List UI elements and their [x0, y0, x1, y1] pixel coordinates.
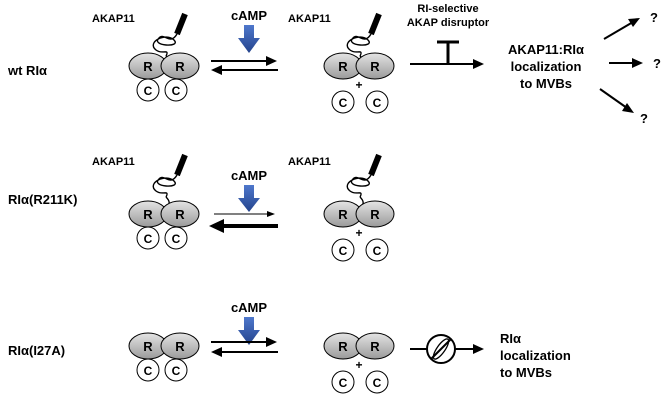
r-subunit-label: R [370, 59, 380, 74]
c-subunit-label: C [144, 232, 153, 246]
question-arrow-mid: ? [609, 56, 661, 71]
r-subunit-label: R [338, 59, 348, 74]
c-subunit-label: C [339, 376, 348, 390]
equilibrium-arrows-row1 [211, 56, 278, 75]
akap11-label-left-row2: AKAP11 [92, 156, 135, 168]
r-dimer-left-row1: R R [128, 52, 200, 80]
c-subunit-label: C [172, 84, 181, 98]
c-subunit-label: C [339, 244, 348, 258]
free-c-row1: C C [331, 90, 389, 114]
row-label-i27a: RIα(I27A) [8, 343, 65, 358]
c-pair-left-row2: C C [136, 226, 188, 250]
inhibition-symbol [437, 40, 459, 64]
outcome-row1-line1: AKAP11:RIα [508, 42, 584, 57]
r-subunit-label: R [370, 207, 380, 222]
row-label-wt: wt RIα [7, 63, 47, 78]
c-subunit-label: C [172, 232, 181, 246]
equilibrium-arrows-row3 [211, 337, 278, 357]
camp-arrow-row1 [238, 25, 260, 53]
question-arrow-up: ? [603, 10, 658, 40]
c-pair-left-row1: C C [136, 78, 188, 102]
c-subunit-label: C [172, 364, 181, 378]
free-c-row2: C C [331, 238, 389, 262]
r-subunit-label: R [143, 207, 153, 222]
arrow-to-outcome-row1 [410, 59, 484, 69]
plus-sign-row2: + [355, 226, 362, 240]
plus-sign-row3: + [355, 358, 362, 372]
free-c-row3: C C [331, 370, 389, 394]
c-subunit-label: C [144, 364, 153, 378]
plus-sign-row1: + [355, 78, 362, 92]
question-mark: ? [653, 56, 661, 71]
r-dimer-left-row3: R R [128, 332, 200, 360]
r-subunit-label: R [338, 339, 348, 354]
outcome-row3-line1: RIα [500, 331, 521, 346]
row-label-r211k: RIα(R211K) [8, 192, 77, 207]
camp-label-row1: cAMP [231, 8, 267, 23]
r-subunit-label: R [143, 339, 153, 354]
c-subunit-label: C [339, 96, 348, 110]
r-dimer-right-row3: R R [323, 332, 395, 360]
camp-arrow-row2 [238, 185, 260, 212]
question-mark: ? [650, 10, 658, 25]
outcome-row3-line2: localization [500, 348, 571, 363]
question-mark: ? [640, 111, 648, 126]
r-subunit-label: R [143, 59, 153, 74]
akap11-label-right-row2: AKAP11 [288, 156, 331, 168]
c-subunit-label: C [373, 244, 382, 258]
outcome-row1-line3: to MVBs [520, 76, 572, 91]
akap11-label-right-row1: AKAP11 [288, 13, 331, 25]
r-subunit-label: R [175, 207, 185, 222]
camp-arrow-row3 [238, 317, 260, 345]
camp-label-row2: cAMP [231, 168, 267, 183]
outcome-row3-line3: to MVBs [500, 365, 552, 380]
r-subunit-label: R [338, 207, 348, 222]
c-subunit-label: C [373, 376, 382, 390]
akap11-label-left-row1: AKAP11 [92, 13, 135, 25]
disruptor-label-line2: AKAP disruptor [407, 17, 490, 29]
outcome-row1-line2: localization [511, 59, 582, 74]
r-subunit-label: R [370, 339, 380, 354]
r-dimer-left-row2: R R [128, 200, 200, 228]
blocked-symbol-icon [426, 334, 456, 364]
r-dimer-right-row1: R R [323, 52, 395, 80]
r-subunit-label: R [175, 339, 185, 354]
c-pair-left-row3: C C [136, 358, 188, 382]
question-arrow-down: ? [599, 88, 648, 126]
r-dimer-right-row2: R R [323, 200, 395, 228]
camp-label-row3: cAMP [231, 300, 267, 315]
disruptor-label-line1: RI-selective [417, 3, 478, 15]
c-subunit-label: C [373, 96, 382, 110]
c-subunit-label: C [144, 84, 153, 98]
r-subunit-label: R [175, 59, 185, 74]
equilibrium-arrows-row2 [209, 211, 278, 233]
